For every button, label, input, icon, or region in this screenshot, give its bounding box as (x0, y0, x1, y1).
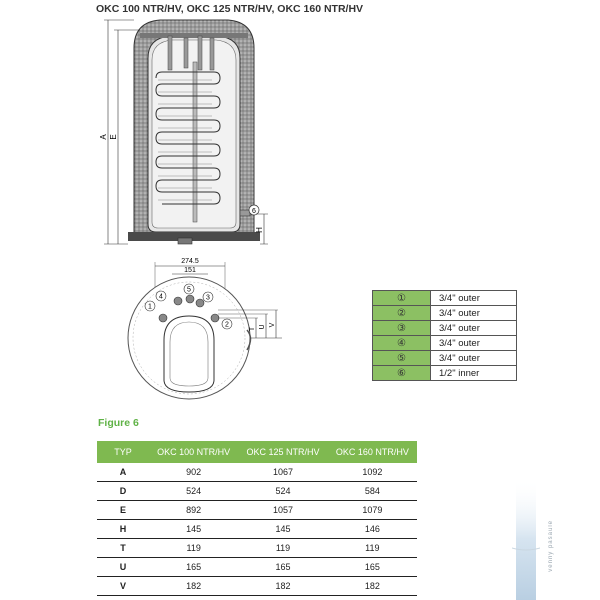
connection-symbol: ① (372, 290, 431, 306)
cell: 1067 (238, 463, 328, 482)
cell: 145 (238, 519, 328, 539)
connection-3-label: 3 (206, 295, 210, 302)
connection-2-label: 2 (225, 322, 229, 329)
heat-exchanger-coil (155, 71, 221, 205)
technical-drawing: 6 A E H 274.5 151 (99, 19, 282, 400)
cell: 524 (149, 481, 239, 501)
cell: 584 (327, 481, 417, 501)
dimension-151-label: 151 (184, 267, 196, 274)
connection-size: 3/4" outer (430, 320, 517, 336)
cell: 119 (238, 538, 328, 558)
cell: 165 (327, 557, 417, 577)
cell: 902 (149, 463, 239, 482)
connection-size: 3/4" outer (430, 350, 517, 366)
cell: 1092 (327, 463, 417, 482)
cell: 892 (149, 500, 239, 520)
dimension-A-label: A (99, 134, 108, 140)
connection-symbol: ④ (372, 335, 431, 351)
connection-symbol: ③ (372, 320, 431, 336)
cell: 182 (238, 576, 328, 596)
connection-size: 3/4" outer (430, 335, 517, 351)
row-type: T (97, 538, 149, 558)
connection-5-label: 5 (187, 287, 191, 294)
dimension-274-label: 274.5 (181, 258, 199, 265)
cell: 165 (238, 557, 328, 577)
cell: 182 (149, 576, 239, 596)
page-title: OKC 100 NTR/HV, OKC 125 NTR/HV, OKC 160 … (96, 3, 364, 15)
cell: 1057 (238, 500, 328, 520)
dimension-E-label: E (109, 134, 118, 139)
dimension-T-label: T (249, 326, 256, 331)
connection-6-label: 6 (252, 208, 256, 215)
column-header: OKC 125 NTR/HV (238, 441, 328, 463)
row-type: E (97, 500, 149, 520)
cell: 182 (327, 576, 417, 596)
cell: 165 (149, 557, 239, 577)
tank-side-view: 6 A E H (99, 19, 268, 245)
table-header-row: TYP OKC 100 NTR/HV OKC 125 NTR/HV OKC 16… (97, 441, 417, 463)
cell: 145 (149, 519, 239, 539)
connection-size: 3/4" outer (430, 290, 517, 306)
connection-symbol: ⑥ (372, 365, 431, 381)
connection-symbol: ⑤ (372, 350, 431, 366)
dimensions-table: TYP OKC 100 NTR/HV OKC 125 NTR/HV OKC 16… (97, 441, 417, 596)
row-type: A (97, 463, 149, 482)
connection-symbol: ② (372, 305, 431, 321)
dimension-H-label: H (255, 227, 264, 233)
connection-1-label: 1 (148, 304, 152, 311)
connection-4-label: 4 (159, 294, 163, 301)
cell: 119 (149, 538, 239, 558)
column-header: OKC 160 NTR/HV (327, 441, 417, 463)
row-type: D (97, 481, 149, 501)
watermark-logo (512, 478, 540, 600)
cell: 146 (327, 519, 417, 539)
watermark-text: venny pasaule (548, 520, 554, 572)
column-header: OKC 100 NTR/HV (149, 441, 239, 463)
cell: 524 (238, 481, 328, 501)
figure-caption: Figure 6 (98, 417, 139, 429)
cell: 1079 (327, 500, 417, 520)
connection-size: 1/2" inner (430, 365, 517, 381)
dimension-U-label: U (259, 324, 266, 329)
column-header: TYP (97, 441, 149, 463)
tank-top-view: 274.5 151 1 4 5 3 2 (127, 258, 282, 400)
cell: 119 (327, 538, 417, 558)
row-type: U (97, 557, 149, 577)
dimension-V-label: V (269, 322, 276, 327)
row-type: H (97, 519, 149, 539)
connection-size: 3/4" outer (430, 305, 517, 321)
row-type: V (97, 576, 149, 596)
